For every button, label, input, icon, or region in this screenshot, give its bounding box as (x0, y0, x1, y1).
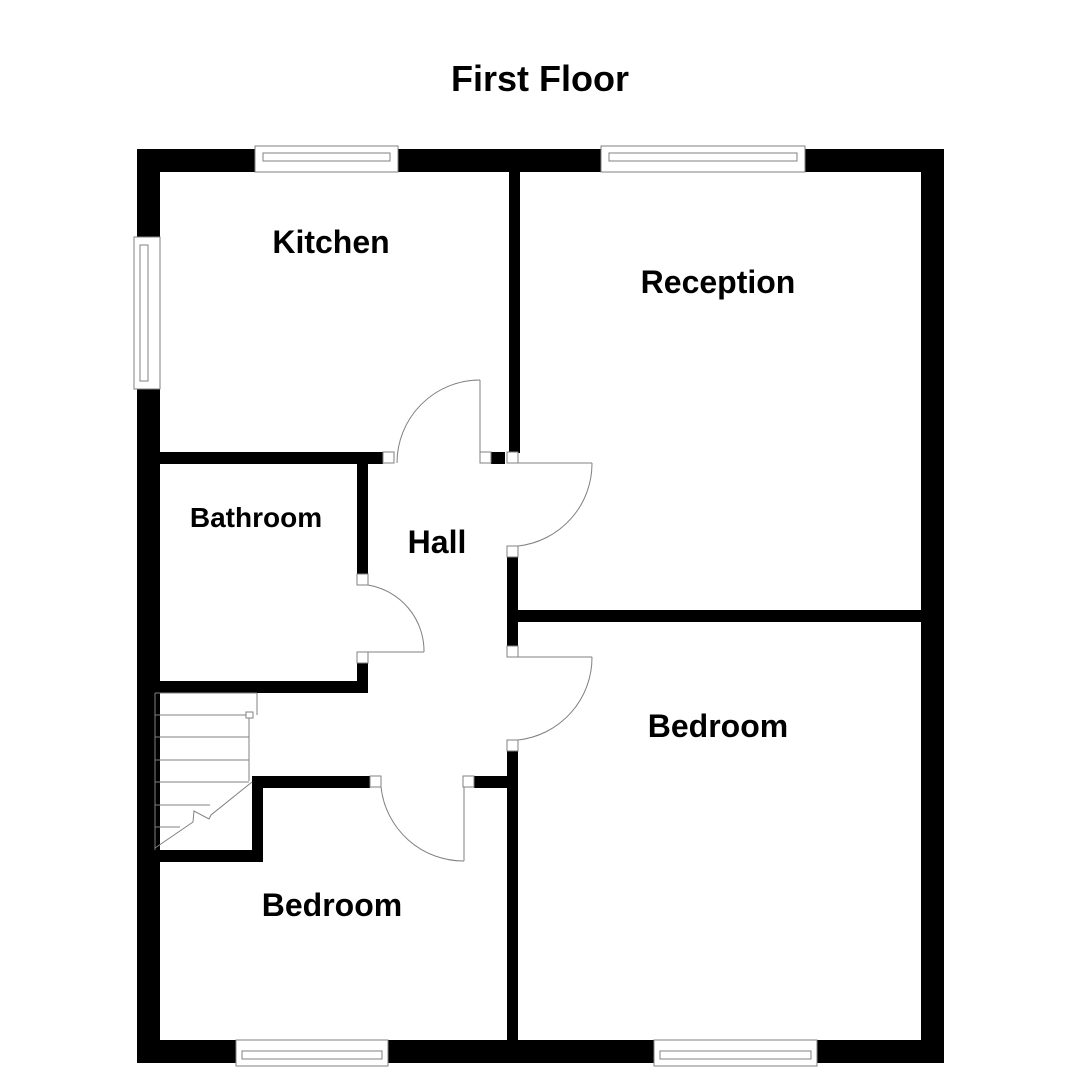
outer-walls (137, 149, 944, 1063)
window-reception-top (600, 145, 806, 173)
door-bedroom-right (517, 656, 593, 741)
interior-walls (160, 172, 921, 1040)
room-label-hall: Hall (408, 524, 467, 560)
room-labels: Kitchen Reception Bathroom Hall Bedroom … (190, 224, 795, 923)
room-label-bedroom-left: Bedroom (262, 887, 402, 923)
window-bedroom-bottom-left (235, 1039, 389, 1067)
door-jambs (356, 451, 519, 788)
room-label-reception: Reception (641, 264, 796, 300)
staircase (154, 692, 258, 850)
door-kitchen (396, 379, 481, 464)
room-label-bathroom: Bathroom (190, 502, 322, 533)
door-bedroom-left (380, 786, 465, 862)
window-kitchen-top (254, 145, 399, 173)
door-bathroom (367, 584, 425, 653)
floor-title: First Floor (451, 58, 629, 99)
room-label-kitchen: Kitchen (272, 224, 389, 260)
window-bedroom-bottom-right (653, 1039, 818, 1067)
door-reception (517, 462, 593, 547)
window-kitchen-side (133, 236, 161, 390)
room-label-bedroom-right: Bedroom (648, 708, 788, 744)
